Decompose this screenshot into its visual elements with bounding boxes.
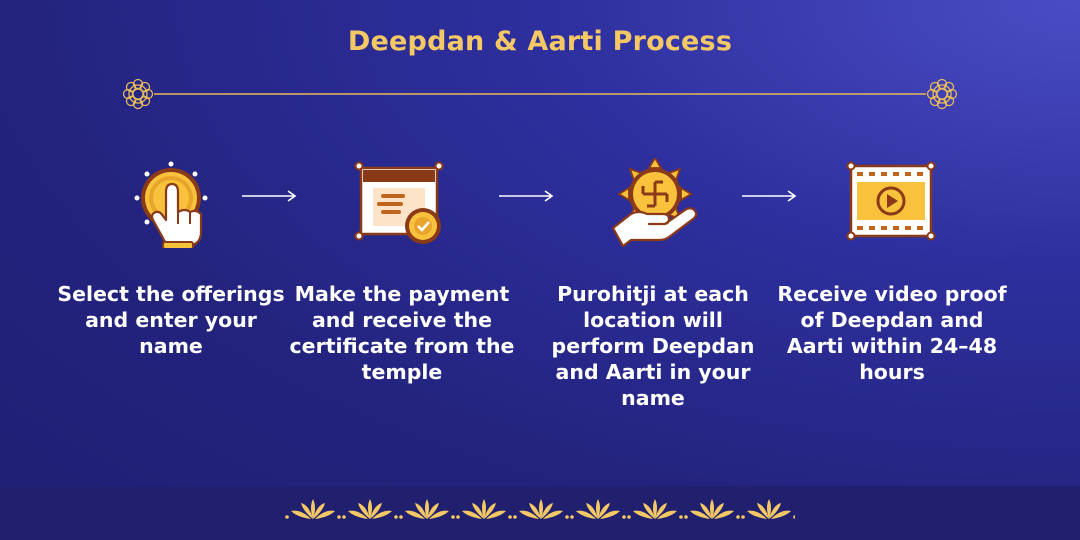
certificate-icon <box>354 161 444 244</box>
hand-tap-icon <box>134 161 208 248</box>
mandala-left-icon <box>122 78 154 110</box>
lotus-motif <box>513 499 569 519</box>
step-4-text: Receive video proof of Deepdan and Aarti… <box>777 282 1007 384</box>
arrow-right-icon <box>242 190 297 202</box>
arrow-right-icon <box>742 190 797 202</box>
lotus-motif <box>684 499 740 519</box>
step-1-text: Select the offerings and enter your name <box>57 282 285 358</box>
mandala-right-icon <box>926 78 958 110</box>
step-2-text: Make the payment and receive the certifi… <box>289 282 515 384</box>
swastik-diya-icon <box>611 158 698 248</box>
lotus-motif <box>570 499 626 519</box>
lotus-motif <box>741 499 795 519</box>
page-title: Deepdan & Aarti Process <box>347 26 733 57</box>
ornamental-divider <box>122 78 958 110</box>
lotus-motif <box>627 499 683 519</box>
video-play-icon <box>846 161 936 241</box>
lotus-motif <box>399 499 455 519</box>
step-3-text: Purohitji at each location will perform … <box>551 282 755 410</box>
lotus-border-icon <box>285 499 795 519</box>
lotus-motif <box>342 499 398 519</box>
arrow-right-icon <box>499 190 554 202</box>
lotus-motif <box>456 499 512 519</box>
footer-band <box>0 486 1080 540</box>
lotus-motif <box>285 499 341 519</box>
